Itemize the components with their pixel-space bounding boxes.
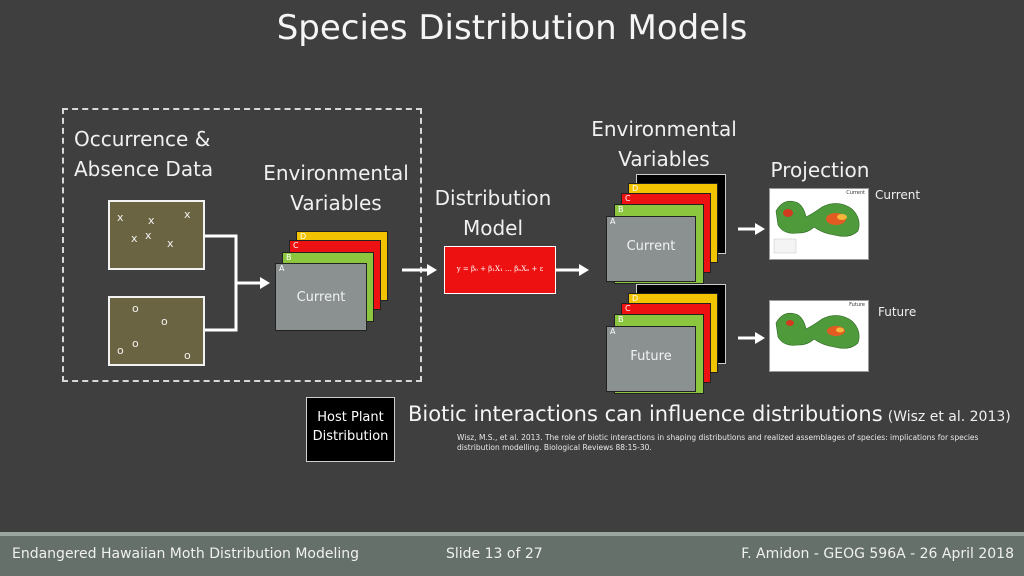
env-layer-stack-future: D C B A Future [606, 284, 728, 396]
presence-mark: x [145, 229, 152, 242]
layer-letter: C [625, 304, 631, 313]
merge-arrow-head [260, 277, 270, 289]
layer-main-label: Current [626, 239, 676, 254]
absence-mark: o [117, 344, 124, 357]
training-data-frame [62, 108, 422, 382]
biotic-reference: Wisz, M.S., et al. 2013. The role of bio… [457, 433, 979, 452]
layer-letter: A [610, 217, 616, 226]
distribution-model-label: Distribution Model [434, 186, 552, 240]
layer-card-a: A Current [275, 263, 367, 331]
absence-map: o o o o o [108, 296, 205, 366]
slide-title: Species Distribution Models [276, 8, 748, 48]
map-tag: Future [849, 302, 865, 308]
occurrence-label: Occurrence & Absence Data [74, 127, 214, 181]
host-plant-distribution-box: Host Plant Distribution [306, 397, 395, 462]
layer-card-a: A Current [606, 216, 696, 282]
presence-mark: x [167, 237, 174, 250]
presence-mark: x [131, 232, 138, 245]
projection-map-current: Current [769, 188, 869, 260]
slide-footer [0, 532, 1024, 576]
layer-letter: B [286, 253, 292, 262]
future-side-label: Future [878, 305, 917, 319]
current-side-label: Current [875, 188, 921, 202]
absence-mark: o [132, 302, 139, 315]
layer-letter: A [610, 327, 616, 336]
current-proj-arrow-head [755, 223, 765, 235]
layer-letter: B [618, 205, 624, 214]
projection-map-future: Future [769, 300, 869, 372]
absence-mark: o [161, 315, 168, 328]
presence-mark: x [184, 208, 191, 221]
env-variables-label-right: Environmental Variables [591, 117, 737, 171]
island-map-icon [773, 200, 860, 254]
projection-label: Projection [770, 158, 870, 182]
layer-letter: D [632, 184, 639, 193]
layer-letter: A [279, 264, 285, 273]
presence-map: x x x x x x [108, 200, 205, 270]
model-formula-box: y = β₀ + β₁X₁ … βₙXₙ + ε [444, 246, 556, 294]
env-layer-stack-left: D C B A Current [275, 231, 390, 333]
layer-main-label: Future [630, 349, 672, 364]
layer-letter: D [632, 294, 639, 303]
footer-author: F. Amidon - GEOG 596A - 26 April 2018 [741, 546, 1014, 562]
presence-mark: x [148, 214, 155, 227]
biotic-headline: Biotic interactions can influence distri… [408, 402, 883, 426]
footer-project-title: Endangered Hawaiian Moth Distribution Mo… [12, 546, 360, 562]
layer-letter: C [293, 241, 299, 250]
layer-letter: D [300, 232, 307, 241]
layer-main-label: Current [296, 290, 346, 305]
layer-letter: B [618, 315, 624, 324]
biotic-citation: (Wisz et al. 2013) [887, 409, 1011, 425]
absence-mark: o [132, 337, 139, 350]
env-layer-stack-current: D C B A Current [606, 174, 728, 286]
footer-slide-number: Slide 13 of 27 [446, 546, 543, 562]
biotic-headline-row: Biotic interactions can influence distri… [408, 402, 1018, 426]
layer-card-a: A Future [606, 326, 696, 392]
map-tag: Current [846, 190, 865, 196]
absence-mark: o [184, 349, 191, 362]
env-variables-label-left: Environmental Variables [263, 161, 409, 215]
env-arrow-head [579, 264, 589, 276]
island-map-icon [775, 312, 860, 349]
presence-mark: x [117, 211, 124, 224]
model-arrow-head [427, 264, 437, 276]
layer-letter: C [625, 194, 631, 203]
future-proj-arrow-head [755, 332, 765, 344]
merge-bracket [205, 234, 238, 332]
